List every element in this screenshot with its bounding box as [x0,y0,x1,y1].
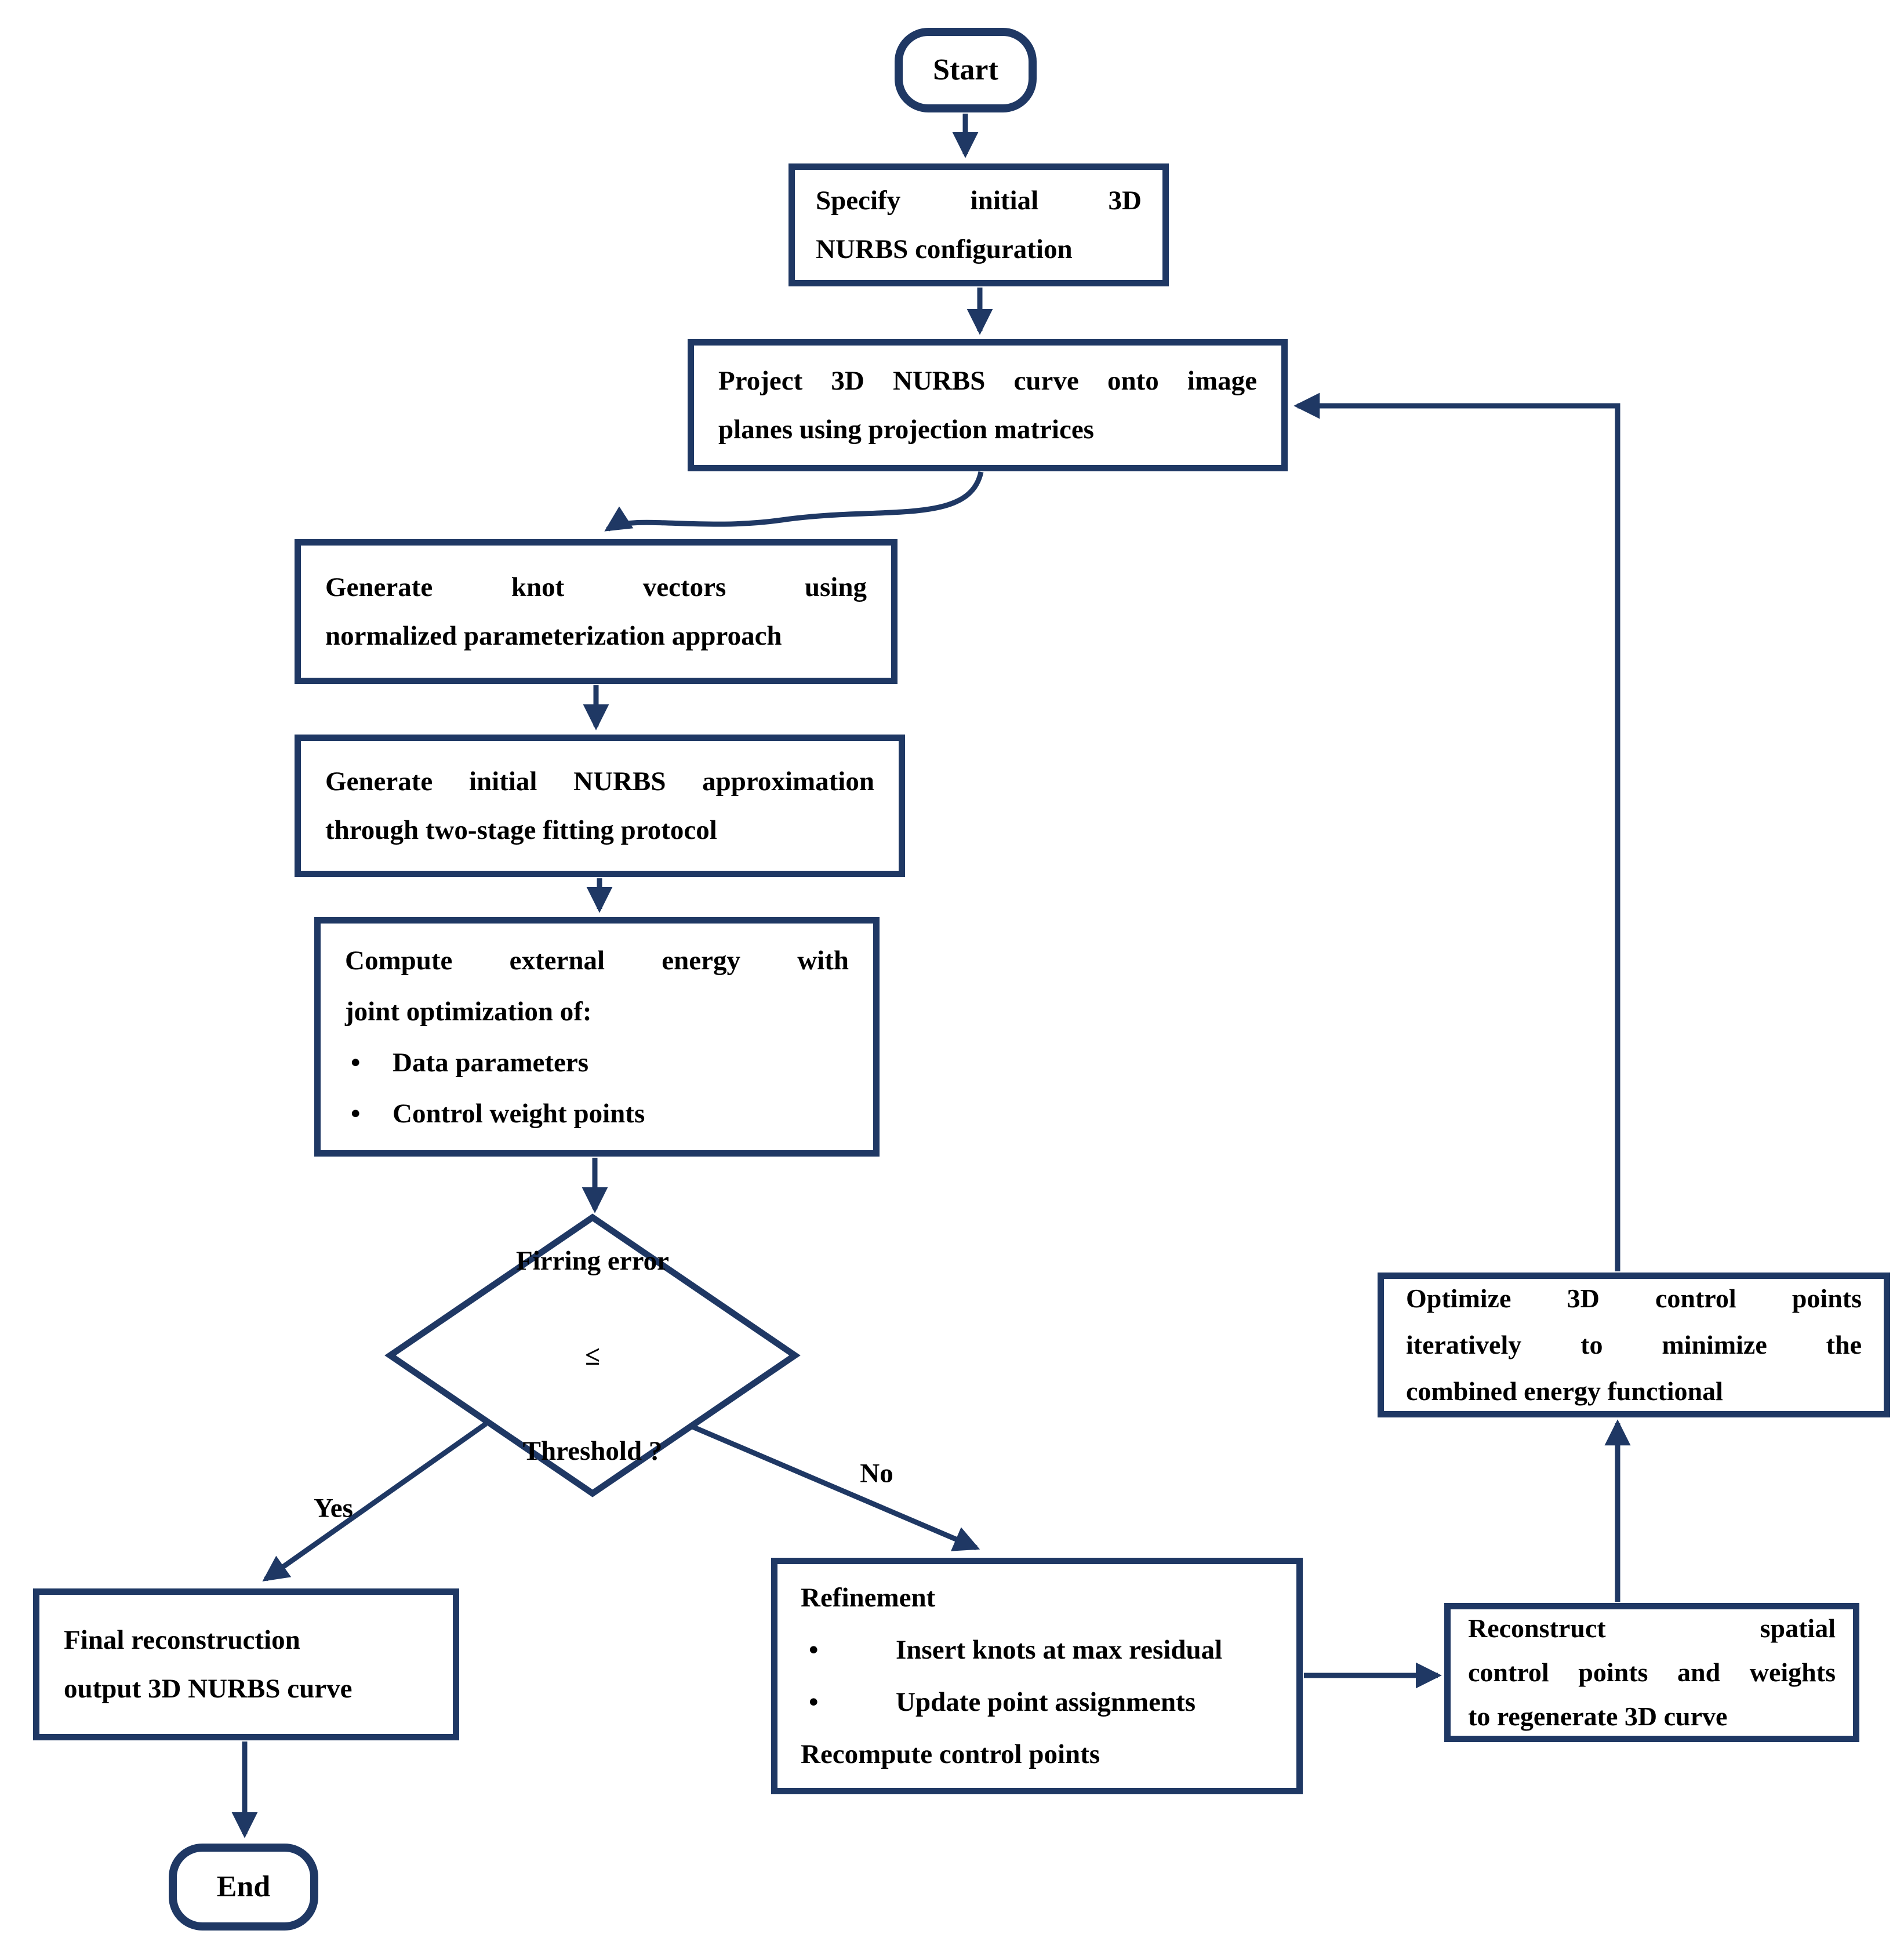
decision-diamond-text: Firring error ≤ Threshold ? [430,1246,755,1467]
decision-line: Threshold ? [522,1436,663,1467]
edge-label-no: No [860,1458,893,1489]
node-reconstruct-spatial-points: Reconstruct spatial control points and w… [1444,1603,1859,1742]
node-text-line: NURBS configuration [816,234,1073,264]
node-text-line: through two-stage fitting protocol [325,815,717,845]
bullet-icon: • [351,1047,361,1078]
bullet-text: Control weight points [393,1098,645,1129]
bullet-text: Insert knots at max residual [896,1635,1223,1665]
edge-optimize-feedback-to-project [1293,392,1620,1271]
node-refinement: Refinement • Insert knots at max residua… [771,1558,1303,1794]
node-text-line: Project 3D NURBS curve onto image [718,366,1257,396]
decision-line: Firring error [515,1246,670,1276]
edge-decision-no-to-refine [690,1423,980,1551]
node-start: Start [895,28,1037,112]
node-text-line: control points and weights [1468,1657,1836,1687]
end-label: End [216,1870,271,1903]
decision-line: ≤ [585,1341,600,1372]
bullet-row: • Insert knots at max residual [801,1624,1273,1676]
node-text-line: joint optimization of: [345,996,592,1027]
bullet-icon: • [809,1635,819,1665]
edge-decision-yes-to-final [262,1422,488,1582]
bullet-icon: • [351,1098,361,1129]
node-text-line: to regenerate 3D curve [1468,1702,1728,1731]
node-initial-nurbs-approximation: Generate initial NURBS approximation thr… [295,735,905,877]
node-text-line: Reconstruct spatial [1468,1613,1836,1643]
node-project-curve: Project 3D NURBS curve onto image planes… [688,339,1288,471]
node-text-line: Optimize 3D control points [1406,1284,1862,1313]
edge-label-yes: Yes [314,1493,353,1524]
decision-diamond-shape [384,1213,801,1497]
node-specify-initial-config: Specify initial 3D NURBS configuration [789,163,1169,286]
bullet-text: Data parameters [393,1047,589,1078]
node-final-reconstruction: Final reconstruction output 3D NURBS cur… [33,1588,459,1740]
node-text-line: Generate initial NURBS approximation [325,766,874,797]
edge-project-to-knot-curve [604,471,984,532]
bullet-row: • Control weight points [345,1088,849,1139]
node-text-line: Recompute control points [801,1739,1100,1769]
bullet-row: • Update point assignments [801,1676,1273,1728]
start-label: Start [933,53,998,86]
bullet-text: Update point assignments [896,1687,1196,1717]
node-text-line: planes using projection matrices [718,415,1094,445]
node-optimize-control-points: Optimize 3D control points iteratively t… [1378,1273,1890,1417]
node-text-line: Refinement [801,1583,936,1613]
bullet-icon: • [809,1687,819,1717]
node-text-line: Compute external energy with [345,945,849,976]
node-text-line: output 3D NURBS curve [64,1674,353,1704]
node-text-line: Final reconstruction [64,1625,300,1655]
node-text-line: normalized parameterization approach [325,621,782,651]
node-text-line: Specify initial 3D [816,186,1142,216]
node-compute-external-energy: Compute external energy with joint optim… [314,917,880,1157]
node-end: End [169,1844,318,1931]
bullet-row: • Data parameters [345,1037,849,1088]
node-text-line: iteratively to minimize the [1406,1330,1862,1359]
node-text-line: Generate knot vectors using [325,572,867,602]
node-generate-knot-vectors: Generate knot vectors using normalized p… [295,539,898,684]
node-text-line: combined energy functional [1406,1376,1723,1406]
